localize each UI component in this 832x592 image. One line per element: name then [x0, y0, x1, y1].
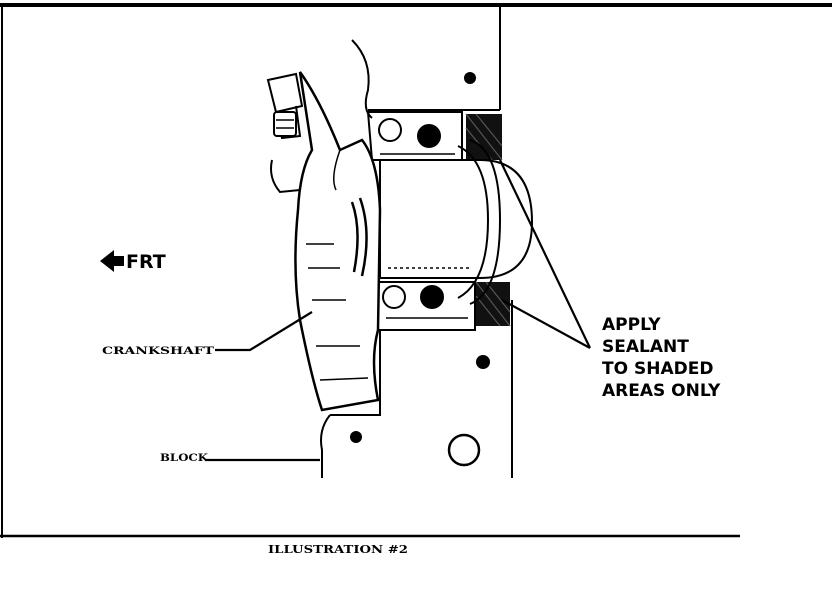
note-line-4: AREAS ONLY: [602, 381, 721, 401]
crankshaft-journal: [379, 139, 534, 305]
note-line-3: TO SHADED: [602, 359, 713, 379]
leader-lines: [205, 159, 591, 462]
sealant-note: APPLY SEALANT TO SHADED AREAS ONLY: [602, 315, 721, 401]
engine-block: [320, 5, 513, 478]
figure-caption: ILLUSTRATION #2: [268, 543, 408, 556]
crankshaft-counterweight: [294, 71, 382, 412]
block-bolt-holes: [350, 72, 490, 467]
upper-sealant-area: [465, 113, 503, 161]
page-frame: [0, 3, 832, 538]
crankshaft-label: CRANKSHAFT: [102, 345, 214, 357]
upper-seal-housing: [366, 111, 463, 161]
block-label: BLOCK: [160, 452, 209, 464]
crankshaft-bolt: [266, 39, 373, 194]
front-label: FRT: [126, 251, 166, 273]
note-line-1: APPLY: [602, 315, 661, 335]
lower-seal-housing: [377, 281, 476, 331]
lower-sealant-area: [475, 281, 511, 327]
note-line-2: SEALANT: [602, 337, 689, 357]
arrow-left-icon: [100, 250, 124, 272]
